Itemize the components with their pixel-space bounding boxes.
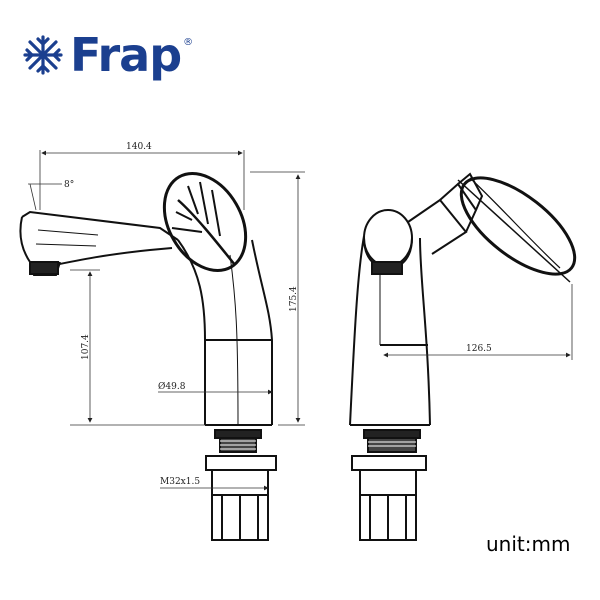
unit-label: unit:mm: [486, 532, 571, 556]
brand-name: Frap: [70, 28, 182, 82]
right-dimensions: [383, 284, 573, 360]
dim-total-height: 175.4: [289, 286, 299, 312]
left-dimensions: [28, 150, 305, 491]
dim-angle: 8°: [64, 180, 74, 190]
dim-handle-reach: 126.5: [466, 344, 492, 354]
brand-logo: Frap ®: [22, 30, 193, 80]
dim-total-width: 140.4: [126, 142, 152, 152]
dim-spout-height: 107.4: [81, 334, 91, 360]
snowflake-logo-icon: [23, 35, 63, 75]
faucet-side-view: [19, 172, 277, 541]
registered-mark: ®: [183, 36, 194, 48]
faucet-front-view: [349, 172, 577, 541]
dim-thread: M32x1.5: [160, 477, 200, 487]
dim-body-diameter: Ø49.8: [158, 381, 186, 392]
